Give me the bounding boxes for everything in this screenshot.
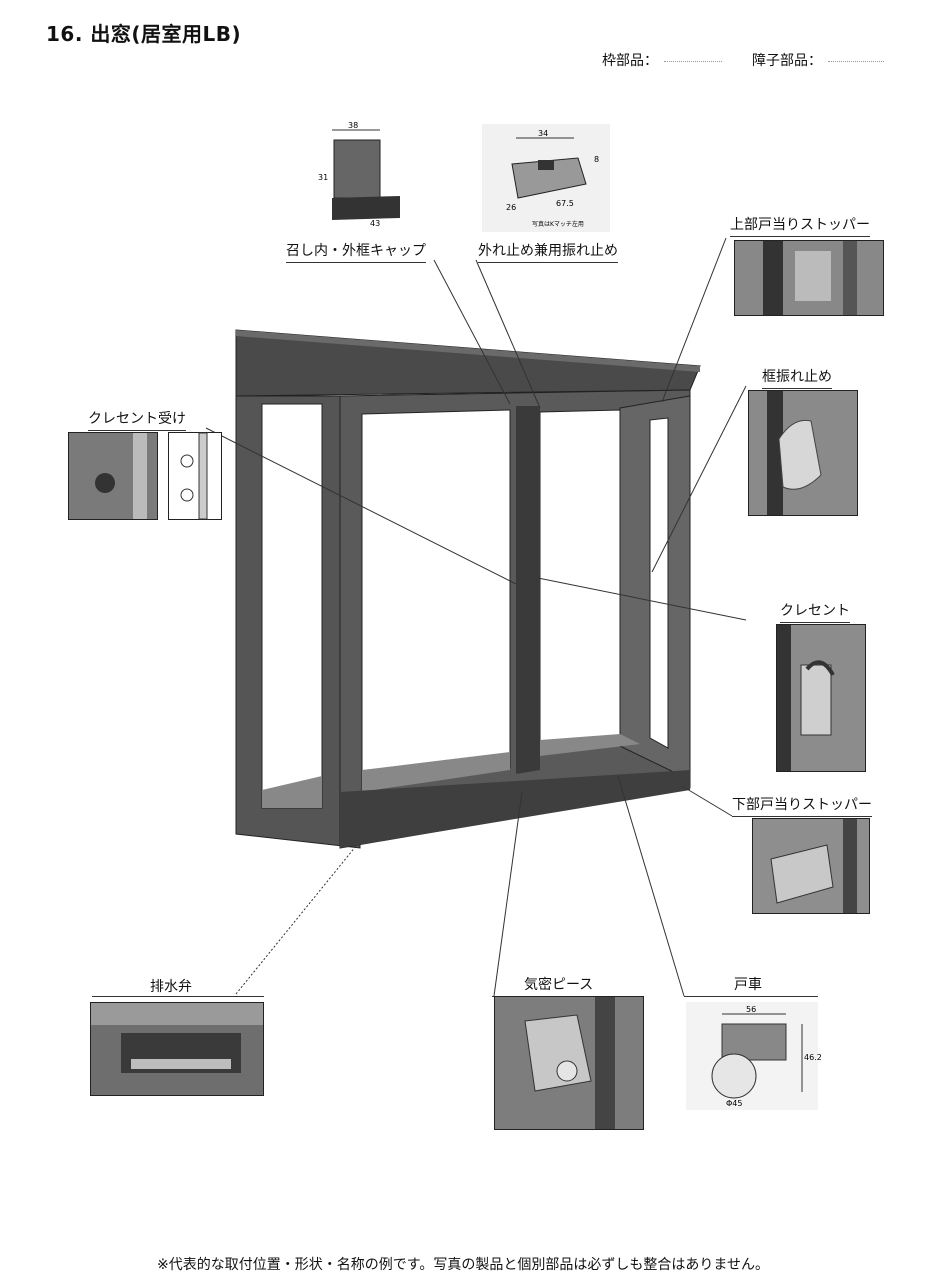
roller-photo: 56 46.2 Φ45	[686, 1002, 822, 1110]
page-title: 16. 出窓(居室用LB)	[46, 22, 242, 46]
frame-parts-label: 枠部品：	[602, 50, 722, 70]
detach-stop-photo: 34 8 26 67.5 写真はKマッチ左用	[482, 124, 610, 232]
stop-dim-b: 67.5	[556, 199, 574, 208]
cap-photo: 38 31 43	[318, 118, 428, 228]
crescent-receiver-drawing	[168, 432, 222, 520]
label-drain-valve: 排水弁	[150, 979, 192, 995]
label-lower-stopper: 下部戸当りストッパー	[732, 794, 872, 817]
footer-note: ※代表的な取付位置・形状・名称の例です。写真の製品と個別部品は必ずしも整合はあり…	[157, 1257, 769, 1273]
drain-valve-photo	[90, 1002, 264, 1096]
roller-dim-d: Φ45	[726, 1099, 742, 1108]
drain-valve-underline	[92, 996, 264, 997]
stop-dim-a: 26	[506, 203, 516, 212]
label-cap: 召し内・外框キャップ	[286, 240, 426, 263]
bay-window-illustration	[235, 329, 701, 849]
label-roller: 戸車	[734, 977, 762, 993]
shoji-parts-label: 障子部品：	[752, 50, 884, 70]
stop-note: 写真はKマッチ左用	[532, 220, 584, 228]
cap-dim-h: 31	[318, 173, 328, 182]
cap-dim-d: 43	[370, 219, 380, 228]
label-detach-stop: 外れ止め兼用振れ止め	[478, 240, 618, 263]
label-crescent: クレセント	[780, 600, 850, 623]
roller-dim-w: 56	[746, 1005, 756, 1014]
cap-dim-w: 38	[348, 121, 358, 130]
airtight-piece-photo	[494, 996, 644, 1130]
label-upper-stopper: 上部戸当りストッパー	[730, 214, 870, 237]
upper-stopper-photo	[734, 240, 884, 316]
crescent-photo	[776, 624, 866, 772]
roller-underline	[684, 996, 818, 997]
frame-stop-photo	[748, 390, 858, 516]
lower-stopper-photo	[752, 818, 870, 914]
stop-dim-w: 34	[538, 129, 548, 138]
label-frame-stop: 框振れ止め	[762, 366, 832, 389]
crescent-receiver-photo	[68, 432, 158, 520]
stop-dim-h: 8	[594, 155, 599, 164]
label-crescent-receiver: クレセント受け	[88, 408, 186, 431]
label-airtight-piece: 気密ピース	[524, 977, 594, 993]
roller-dim-h: 46.2	[804, 1053, 822, 1062]
